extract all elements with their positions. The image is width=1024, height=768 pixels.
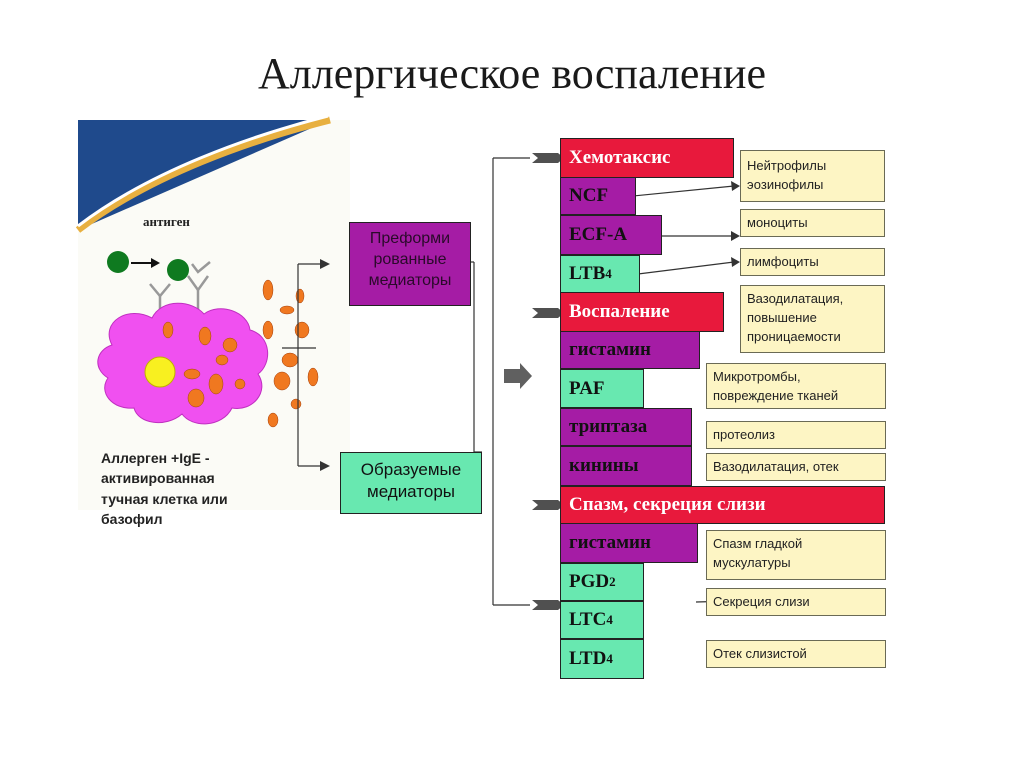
mediator-ltc-text: LTC [569, 609, 607, 630]
arrow-to-preformed [320, 259, 330, 269]
mediator-paf: PAF [560, 369, 644, 408]
formed-mediators-box: Образуемые медиаторы [340, 452, 482, 514]
preformed-line: Преформи [369, 230, 451, 247]
antigen-arrow-head [151, 258, 160, 268]
intracellular-granules [162, 321, 246, 408]
release-bracket [282, 263, 322, 467]
effect-proteolysis: протеолиз [706, 421, 886, 449]
antigen-label: антиген [143, 214, 190, 229]
cell-caption: Аллерген +IgE - активированная тучная кл… [101, 448, 321, 529]
mast-cell-nucleus [144, 356, 176, 388]
effect-vasodilation-edema: Вазодилатация, отек [706, 453, 886, 481]
category-spasm: Спазм, секреция слизи [560, 486, 885, 524]
effect-neutrophils-eosinophils: Нейтрофилы эозинофилы [740, 150, 885, 202]
effect-line: эозинофилы [747, 176, 824, 192]
mediator-ltd-text: LTD [569, 648, 607, 669]
effect-line: проницаемости [747, 328, 841, 344]
effect-mucus-secretion: Секреция слизи [706, 588, 886, 616]
pennant-spasm [532, 500, 564, 510]
mediator-ecfa: ECF-A [560, 215, 662, 255]
cell-caption-line: тучная клетка или [101, 490, 228, 507]
mediator-ltb-text: LTB [569, 263, 606, 284]
mediator-ncf: NCF [560, 177, 636, 215]
main-flow-arrow [504, 363, 532, 389]
effect-line: Спазм гладкой [713, 536, 803, 551]
pennant-chemotaxis [532, 153, 564, 163]
category-chemotaxis: Хемотаксис [560, 138, 734, 178]
category-inflammation: Воспаление [560, 292, 724, 332]
banner-gold-stripe [75, 116, 331, 233]
effect-smooth-muscle-spasm: Спазм гладкой мускулатуры [706, 530, 886, 580]
effect-line: мускулатуры [713, 554, 791, 570]
mediator-pgd-sub: 2 [609, 574, 616, 589]
mediator-histamine-2: гистамин [560, 523, 698, 563]
banner-blue-shape [78, 120, 330, 230]
pennant-ltc [532, 600, 564, 610]
effect-line: Нейтрофилы [747, 158, 827, 173]
mediator-ltd-sub: 4 [606, 651, 613, 666]
formed-line: медиаторы [367, 482, 455, 502]
banner-white-stripe [77, 114, 329, 228]
mediator-pgd-text: PGD [569, 571, 610, 592]
effect-lymphocytes: лимфоциты [740, 248, 885, 276]
mediator-kinins: кинины [560, 446, 692, 486]
effect-line: Микротромбы, [713, 369, 801, 384]
effect-line: повреждение тканей [713, 387, 839, 403]
mediator-tryptase: триптаза [560, 408, 692, 446]
mast-cell-body [97, 302, 269, 425]
effect-line: повышение [747, 309, 817, 325]
effect-microthrombi: Микротромбы, повреждение тканей [706, 363, 886, 409]
bound-antigen-circle [167, 259, 189, 281]
effect-monocytes: моноциты [740, 209, 885, 237]
cell-caption-line: базофил [101, 510, 163, 527]
preformed-mediators-box: Преформи рованные медиаторы [349, 222, 471, 306]
cell-caption-line: активированная [101, 470, 215, 487]
mediator-ltc-sub: 4 [606, 612, 613, 627]
effect-mucosa-edema: Отек слизистой [706, 640, 886, 668]
arrow-to-formed [320, 461, 330, 471]
preformed-line: медиаторы [368, 271, 452, 289]
formed-line: Образуемые [360, 460, 462, 479]
effect-line: Вазодилатация, [747, 291, 844, 306]
mediator-histamine-1: гистамин [560, 331, 700, 369]
released-granules [262, 279, 319, 428]
effect-vasodilation-permeability: Вазодилатация, повышение проницаемости [740, 285, 885, 353]
pennant-inflammation [532, 308, 564, 318]
page-title: Аллергическое воспаление [258, 49, 766, 98]
preformed-line: рованные [373, 250, 447, 268]
mediator-ltb-sub: 4 [605, 266, 612, 281]
cell-caption-line: Аллерген +IgE - [101, 450, 210, 466]
antigen-circle [107, 251, 129, 273]
